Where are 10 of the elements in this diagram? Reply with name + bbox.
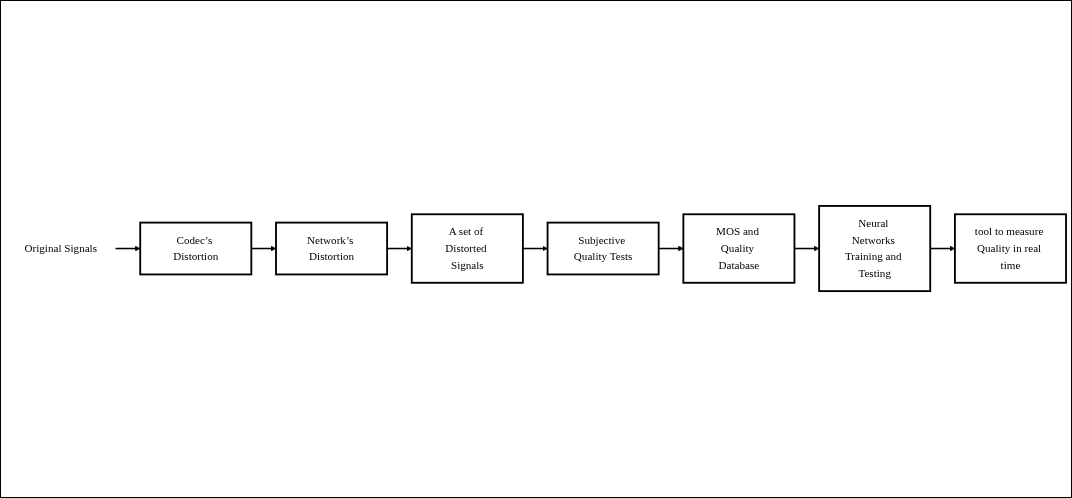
node-box: Codec’s Distortion xyxy=(139,222,253,276)
node-text: Original Signals xyxy=(24,242,98,255)
arrow xyxy=(522,246,548,252)
node-box: Network’s Distortion xyxy=(275,222,389,276)
node-box: A set of Distorted Signals xyxy=(410,213,524,285)
arrow xyxy=(114,246,141,252)
node-box: Subjective Quality Tests xyxy=(546,222,660,276)
node-box: Neural Networks Training and Testing xyxy=(818,205,932,293)
node-box: MOS and Quality Database xyxy=(682,213,796,285)
node-box: tool to measure Quality in real time xyxy=(954,213,1067,285)
